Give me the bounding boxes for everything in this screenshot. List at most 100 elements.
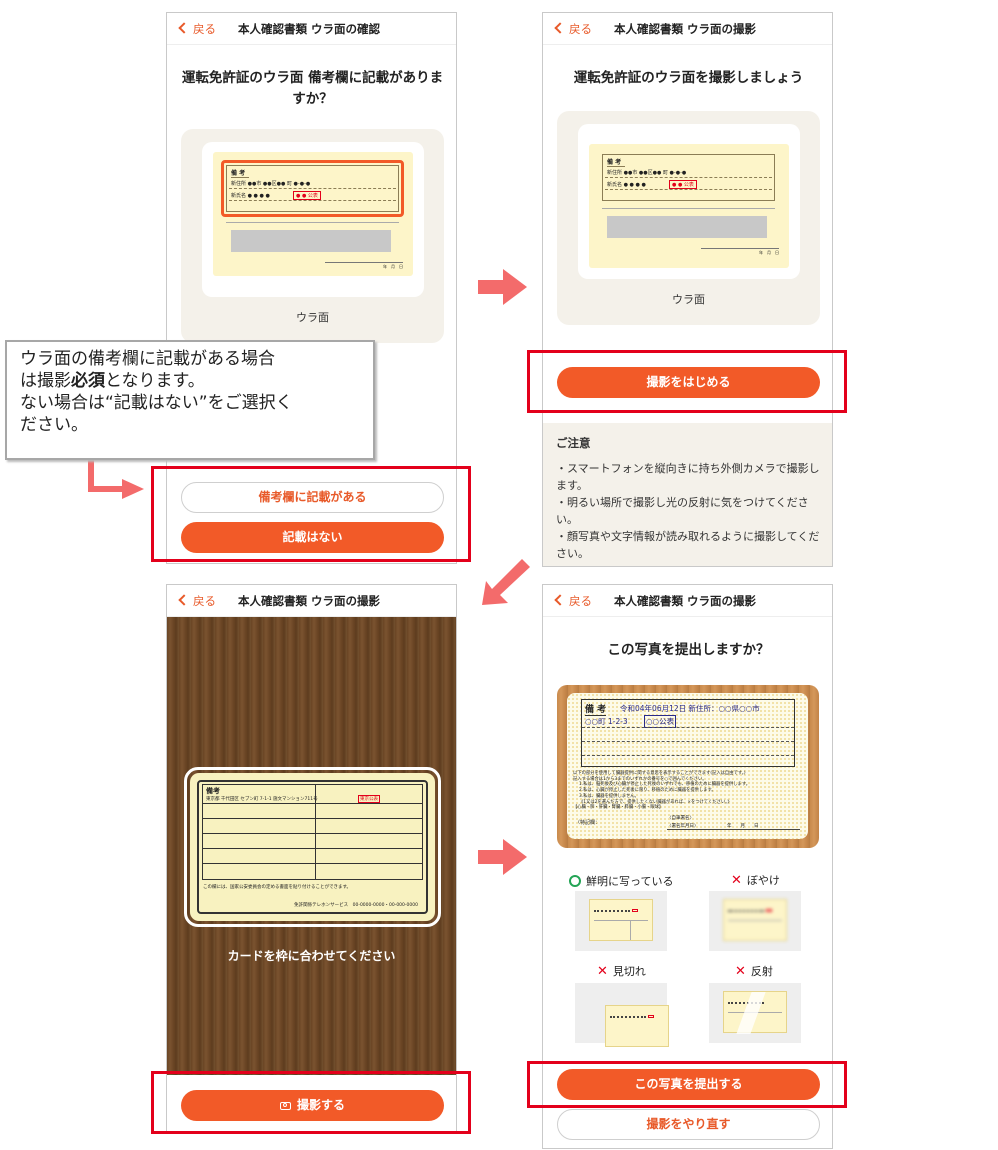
arrow-shaft (478, 850, 504, 864)
gray-block (607, 216, 767, 238)
note-table: 備考 東京都 千代田区 セブン町 7-1-1 施文マンション711号 東京公表 (202, 784, 423, 880)
shoot-button[interactable]: 撮影する (181, 1090, 444, 1121)
bikou-label: 備考 (206, 787, 220, 795)
retake-button[interactable]: 撮影をやり直す (557, 1109, 820, 1140)
flow-arrow-2 (478, 555, 538, 610)
arrow-head (503, 839, 527, 875)
mini-dots (610, 1016, 646, 1018)
date-line: 年 月 日 (325, 262, 403, 270)
submit-photo-button[interactable]: この写真を提出する (557, 1069, 820, 1100)
screen-camera: 戻る 本人確認書類 ウラ面の撮影 備考 東京都 千代田区 セブン町 7-1-1 … (166, 584, 457, 1134)
card-caption: ウラ面 (672, 293, 705, 306)
card-border: 備考 東京都 千代田区 セブン町 7-1-1 施文マンション711号 東京公表 … (197, 780, 428, 914)
dotted-line (229, 200, 396, 201)
dotted-line (605, 177, 772, 178)
back-button[interactable]: 戻る (178, 593, 216, 609)
callout-line-4: ださい。 (20, 415, 88, 435)
row-line (203, 833, 422, 834)
header: 戻る 本人確認書類 ウラ面の撮影 (543, 585, 832, 617)
chevron-left-icon (178, 22, 190, 34)
note-box: 備 考 新住所 ●●市 ●●区●● 町 ●-●-● 新氏名 ● ● ● ● ● … (602, 154, 775, 201)
gray-block (231, 230, 391, 252)
card-stamp: ● ● 公表 (669, 180, 697, 189)
glare (736, 992, 766, 1034)
mini-stamp (648, 1015, 654, 1018)
instruction-callout: ウラ面の備考欄に記載がある場合 は撮影必須となります。 ない場合は“記載はない”… (5, 340, 375, 460)
mini-stamp (766, 909, 772, 912)
card-guide-frame (184, 767, 441, 927)
example-text: 反射 (750, 965, 773, 978)
arrow-head (503, 269, 527, 305)
mini-line (594, 920, 648, 921)
note-box: 備 考 新住所 ●●市 ●●区●● 町 ●-●-● 新氏名 ● ● ● ● ● … (226, 165, 399, 212)
highlight-frame (221, 160, 404, 217)
card-stamp: 東京公表 (358, 795, 380, 803)
highlight-box-shoot (151, 1071, 471, 1134)
divider (602, 208, 775, 209)
date-line: 年 月 日 (701, 248, 779, 256)
callout-line-2: は撮影必須となります。 (20, 370, 373, 392)
back-button[interactable]: 戻る (178, 21, 216, 37)
arrow-shaft (88, 486, 124, 492)
card-panel: 備 考 新住所 ●●市 ●●区●● 町 ●-●-● 新氏名 ● ● ● ● ● … (557, 111, 820, 325)
callout-emphasis: 必須 (71, 371, 105, 391)
fine-print: 記入する場合は1から3までのいずれかの番号を○で囲んでください。 (573, 776, 707, 782)
chevron-left-icon (178, 594, 190, 606)
mini-card (723, 991, 787, 1034)
arrow-shaft (478, 280, 504, 294)
sign-date: 〈署名年月日〉 (667, 824, 699, 829)
fine-print: 【心臓・肺・肝臓・腎臓・膵臓・小腸・眼球】 (573, 805, 664, 811)
fine-print: 1.私は、脳死後及び心臓が停止した死後のいずれでも、移植のために臓器を提供します… (579, 782, 750, 788)
dotted-line (229, 188, 396, 189)
card-line-1: 新住所 ●●市 ●●区●● 町 ●-●-● (607, 170, 687, 176)
dotted-line (582, 727, 794, 728)
card-line-2: 新氏名 ● ● ● ● (231, 193, 270, 199)
back-label: 戻る (569, 22, 592, 36)
example-blur-image (709, 891, 801, 951)
sign-line (667, 829, 800, 830)
screen-back-shoot-intro: 戻る 本人確認書類 ウラ面の撮影 運転免許証のウラ面を撮影しましょう 備 考 新… (542, 12, 833, 567)
license-back-illustration: 備 考 新住所 ●●市 ●●区●● 町 ●-●-● 新氏名 ● ● ● ● ● … (213, 152, 413, 276)
row-line (203, 848, 422, 849)
card-line-1: 新住所 ●●市 ●●区●● 町 ●-●-● (231, 181, 311, 187)
col-line (315, 785, 316, 879)
photo-line-1: 令和04年06月12日 新住所：○○県○○市 (620, 704, 760, 713)
arrow-shaft (88, 460, 94, 492)
header: 戻る 本人確認書類 ウラ面の撮影 (167, 585, 456, 617)
example-label-cutoff: ✕見切れ (597, 963, 646, 979)
dotted-line (582, 741, 794, 742)
mini-card (605, 1005, 669, 1047)
notes-section: ご注意 ・スマートフォンを縦向きに持ち外側カメラで撮影します。 ・明るい場所で撮… (543, 423, 832, 566)
mini-dots (594, 910, 630, 912)
back-label: 戻る (193, 594, 216, 608)
chevron-left-icon (554, 22, 566, 34)
sign-name: 〈自筆署名〉 (667, 816, 694, 821)
callout-text: となります。 (105, 371, 205, 391)
fine-print: 2.私は、心臓が停止した死後に限り、移植のために臓器を提供します。 (579, 788, 716, 794)
example-text: ぼやけ (746, 874, 780, 887)
mini-line (728, 920, 782, 921)
screen-confirm-photo: 戻る 本人確認書類 ウラ面の撮影 この写真を提出しますか？ 備 考 令和04年0… (542, 584, 833, 1149)
arrow-head (122, 479, 144, 499)
card-caption: ウラ面 (296, 311, 329, 324)
screen-back-check: 戻る 本人確認書類 ウラ面の確認 運転免許証のウラ面 備考欄に記載がありますか？… (166, 12, 457, 564)
page-heading: 運転免許証のウラ面を撮影しましょう (573, 70, 804, 86)
card-frame: 備 考 新住所 ●●市 ●●区●● 町 ●-●-● 新氏名 ● ● ● ● ● … (202, 142, 424, 297)
back-button[interactable]: 戻る (554, 593, 592, 609)
card-panel: 備 考 新住所 ●●市 ●●区●● 町 ●-●-● 新氏名 ● ● ● ● ● … (181, 129, 444, 343)
callout-line-1: ウラ面の備考欄に記載がある場合 (20, 349, 275, 369)
question-heading: 運転免許証のウラ面 備考欄に記載がありますか？ (181, 70, 444, 107)
mini-line (630, 920, 631, 940)
note-item: ・明るい場所で撮影し光の反射に気をつけてください。 (556, 496, 809, 526)
row-line (203, 818, 422, 819)
sign-ymd: 年 月 日 (727, 824, 759, 829)
back-label: 戻る (569, 594, 592, 608)
back-button[interactable]: 戻る (554, 21, 592, 37)
cross-icon: ✕ (731, 873, 742, 888)
has-note-button[interactable]: 備考欄に記載がある (181, 482, 444, 513)
license-back-preview: 備考 東京都 千代田区 セブン町 7-1-1 施文マンション711号 東京公表 … (190, 773, 435, 921)
start-shooting-button[interactable]: 撮影をはじめる (557, 367, 820, 398)
mini-stamp (632, 909, 638, 912)
no-note-button[interactable]: 記載はない (181, 522, 444, 553)
mini-dots (728, 910, 764, 912)
